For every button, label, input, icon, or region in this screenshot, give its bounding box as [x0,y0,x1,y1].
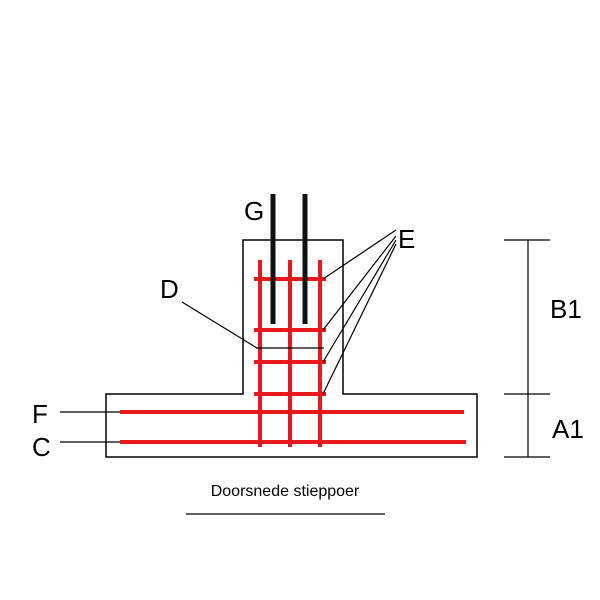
label-D: D [160,274,179,304]
leader-E-4 [322,243,397,395]
leader-E-2 [322,235,397,331]
label-G: G [244,196,264,226]
label-A1: A1 [552,414,584,444]
footing-outline [105,239,478,458]
caption: Doorsnede stieppoer [211,483,360,500]
label-B1: B1 [550,294,582,324]
leader-E-3 [322,239,397,363]
label-E: E [398,224,415,254]
leader-D [181,301,258,349]
leader-E-1 [322,229,397,280]
label-F: F [32,399,48,429]
label-C: C [32,432,51,462]
